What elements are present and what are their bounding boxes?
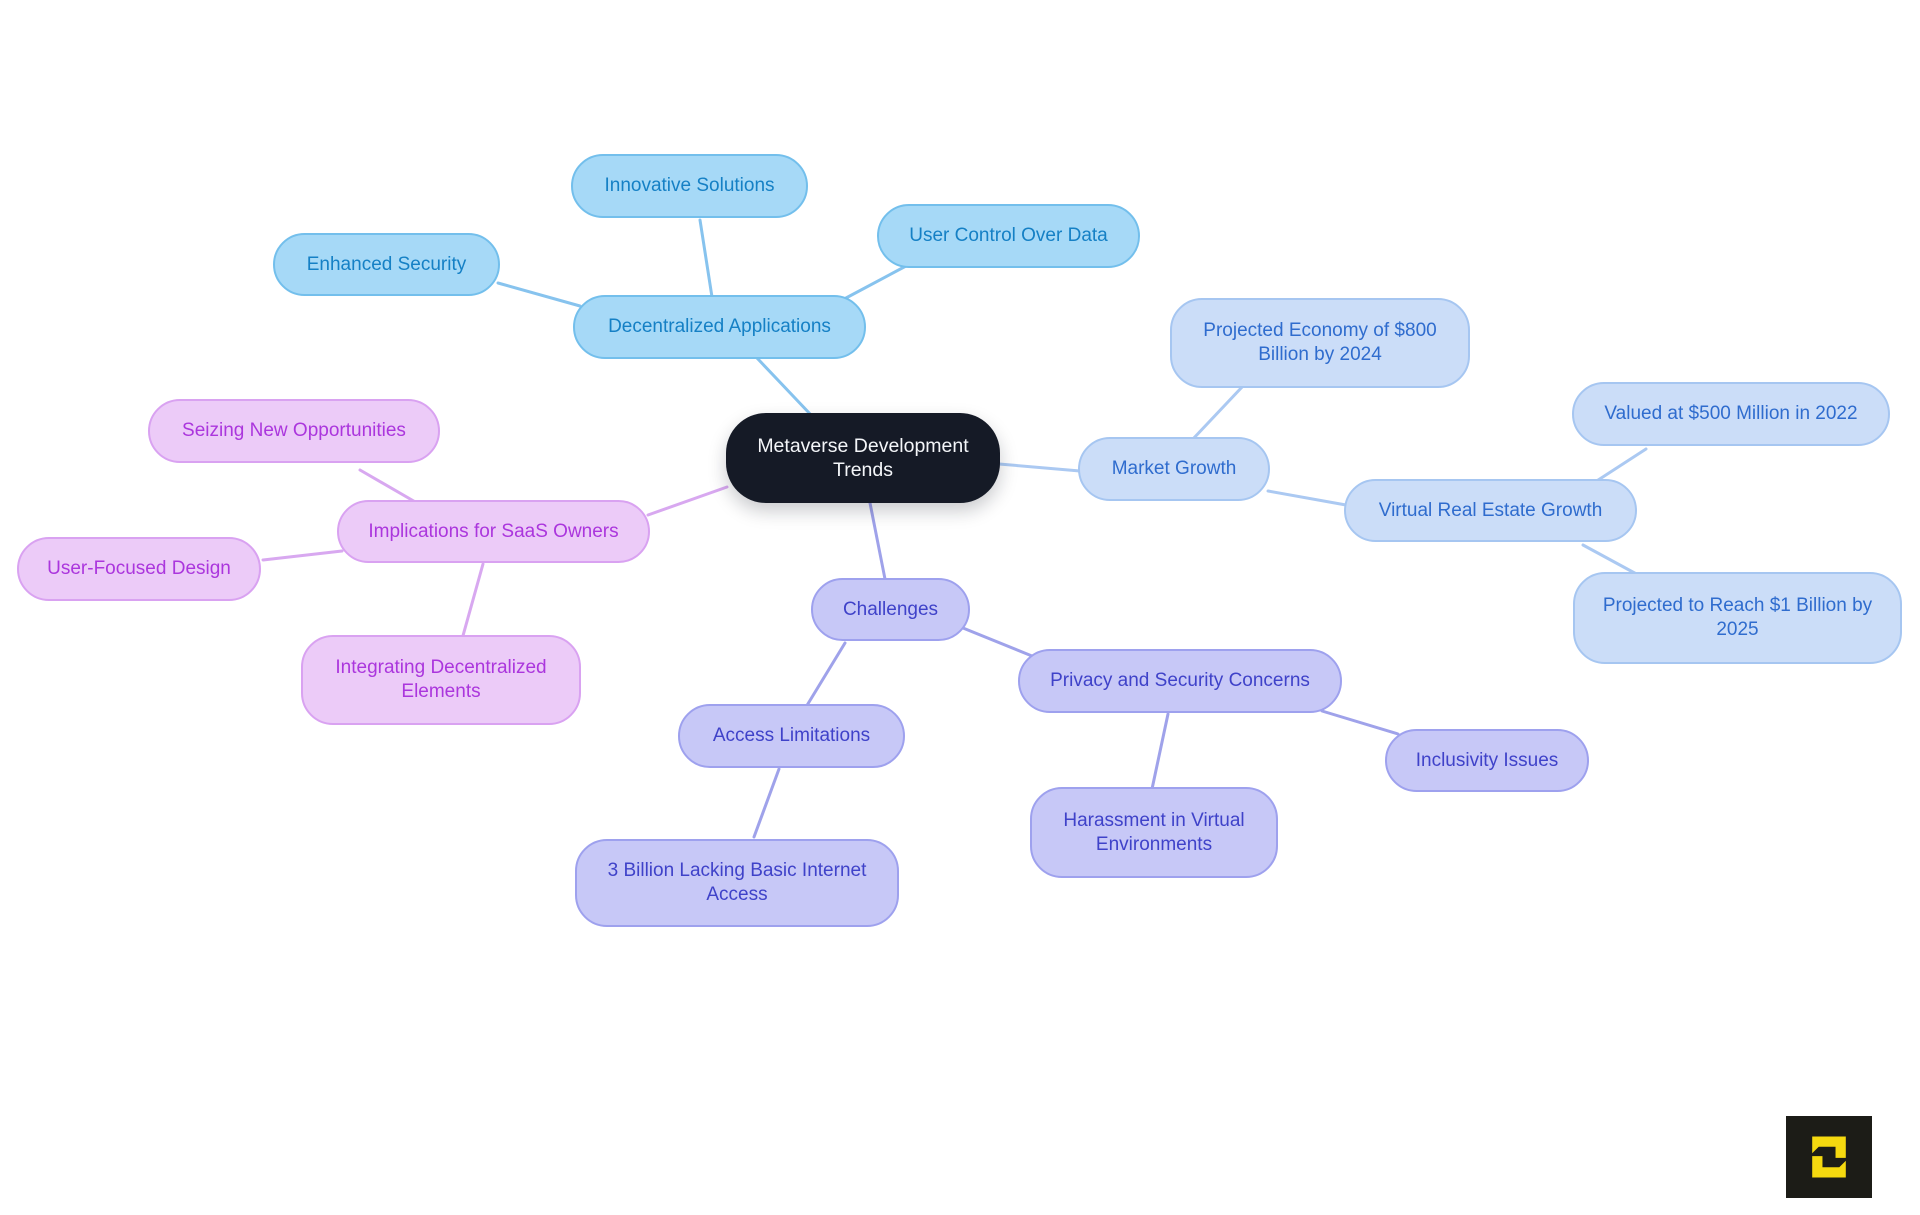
edge-decentralized-applications--central xyxy=(755,356,814,418)
edge-privacy-and-security-concerns--harassment-in-virtual-environments xyxy=(1150,712,1170,791)
edge-challenges--privacy-and-security-concerns xyxy=(961,626,1034,658)
mindmap-node-integrating-decentralized-elements[interactable]: Integrating Decentralized Elements xyxy=(301,635,581,725)
edge-central--challenges xyxy=(868,501,887,581)
mindmap-node-inclusivity-issues[interactable]: Inclusivity Issues xyxy=(1385,729,1589,792)
mindmap-node-privacy-and-security-concerns[interactable]: Privacy and Security Concerns xyxy=(1018,649,1342,713)
edge-user-control-over-data--decentralized-applications xyxy=(844,264,908,300)
mindmap-node-harassment-in-virtual-environments[interactable]: Harassment in Virtual Environments xyxy=(1030,787,1278,878)
brand-s-icon xyxy=(1812,1136,1846,1178)
mindmap-node-virtual-real-estate-growth[interactable]: Virtual Real Estate Growth xyxy=(1344,479,1637,542)
mindmap-node-projected-1b-2025[interactable]: Projected to Reach $1 Billion by 2025 xyxy=(1573,572,1902,664)
mindmap-node-three-billion-lacking-access[interactable]: 3 Billion Lacking Basic Internet Access xyxy=(575,839,899,927)
mindmap-node-valued-500m-2022[interactable]: Valued at $500 Million in 2022 xyxy=(1572,382,1890,446)
mindmap-node-user-control-over-data[interactable]: User Control Over Data xyxy=(877,204,1140,268)
mindmap-node-innovative-solutions[interactable]: Innovative Solutions xyxy=(571,154,808,218)
mindmap-node-implications-for-saas-owners[interactable]: Implications for SaaS Owners xyxy=(337,500,650,563)
mindmap-node-projected-economy-800b[interactable]: Projected Economy of $800 Billion by 202… xyxy=(1170,298,1470,388)
edge-challenges--access-limitations xyxy=(804,641,847,709)
edge-privacy-and-security-concerns--inclusivity-issues xyxy=(1320,709,1400,736)
edge-enhanced-security--decentralized-applications xyxy=(496,281,582,308)
mindmap-node-seizing-new-opportunities[interactable]: Seizing New Opportunities xyxy=(148,399,440,463)
mindmap-node-access-limitations[interactable]: Access Limitations xyxy=(678,704,905,768)
edge-user-focused-design--implications-for-saas-owners xyxy=(261,549,344,562)
mindmap-node-user-focused-design[interactable]: User-Focused Design xyxy=(17,537,261,601)
edge-innovative-solutions--decentralized-applications xyxy=(698,218,714,299)
mindmap-node-decentralized-applications[interactable]: Decentralized Applications xyxy=(573,295,866,359)
edge-market-growth--virtual-real-estate-growth xyxy=(1266,489,1348,507)
edge-central--market-growth xyxy=(997,462,1082,473)
brand-logo xyxy=(1786,1116,1872,1198)
mindmap-node-enhanced-security[interactable]: Enhanced Security xyxy=(273,233,500,296)
mindmap-node-market-growth[interactable]: Market Growth xyxy=(1078,437,1270,501)
mindmap-node-central[interactable]: Metaverse Development Trends xyxy=(726,413,1000,503)
edge-access-limitations--three-billion-lacking-access xyxy=(752,767,781,839)
edge-projected-economy-800b--market-growth xyxy=(1190,384,1245,442)
edge-central--implications-for-saas-owners xyxy=(646,485,729,517)
mindmap-node-challenges[interactable]: Challenges xyxy=(811,578,970,641)
